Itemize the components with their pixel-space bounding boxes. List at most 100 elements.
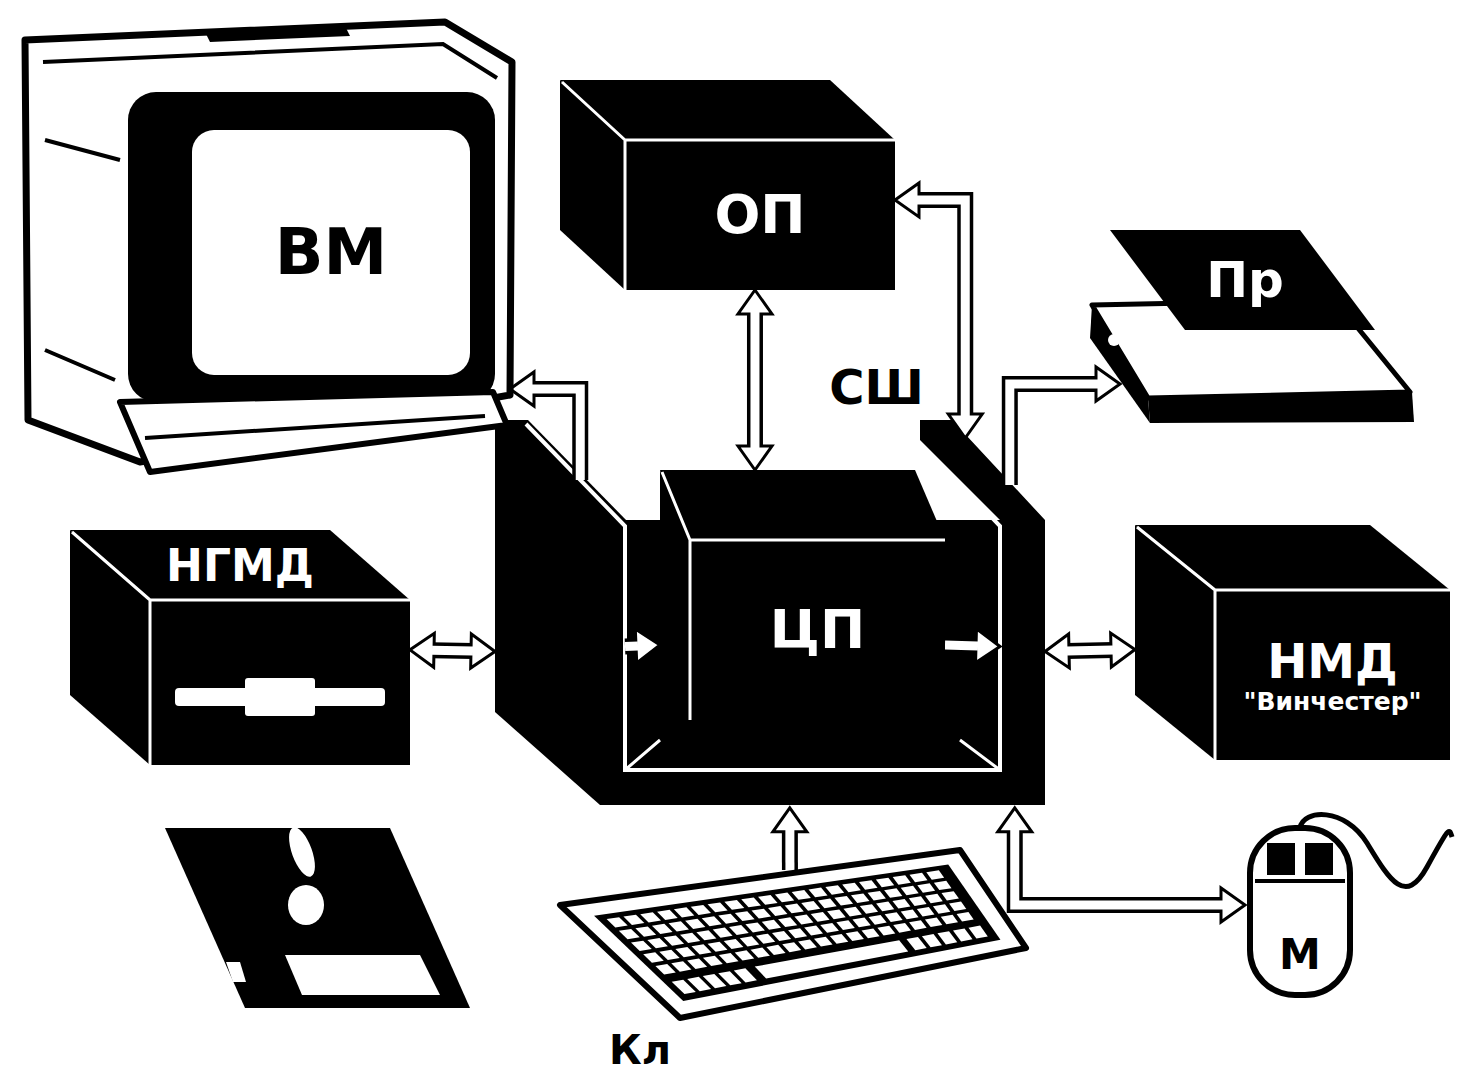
keyboard-key bbox=[869, 915, 887, 925]
memory-block: ОП bbox=[560, 80, 895, 290]
mouse-button bbox=[1305, 843, 1333, 875]
keyboard-key bbox=[842, 883, 861, 893]
arrow-head bbox=[738, 446, 772, 470]
keyboard-key bbox=[691, 905, 711, 915]
keyboard-key bbox=[756, 934, 775, 944]
arrow-outline bbox=[1015, 830, 1223, 905]
arrow-head bbox=[1045, 634, 1069, 668]
keyboard-key bbox=[741, 897, 761, 907]
keyboard-key bbox=[868, 891, 886, 901]
keyboard-key bbox=[820, 923, 839, 933]
monitor-screen bbox=[192, 130, 470, 375]
keyboard-key bbox=[937, 931, 957, 944]
arrow-fill bbox=[1015, 830, 1223, 905]
arrow-outline bbox=[945, 637, 978, 654]
keyboard-key bbox=[619, 929, 640, 939]
text-area: НГМД bbox=[110, 536, 370, 596]
keyboard-key bbox=[877, 926, 895, 936]
cube-edge bbox=[72, 532, 410, 765]
keyboard-key bbox=[811, 912, 830, 922]
keyboard-key bbox=[910, 873, 928, 882]
keyboard-key bbox=[893, 875, 911, 884]
arrow-fill bbox=[1067, 650, 1113, 651]
keyboard-key bbox=[745, 922, 765, 932]
keyboard-key bbox=[825, 885, 844, 895]
text-area: Кл bbox=[590, 1025, 690, 1075]
keyboard-key bbox=[809, 888, 828, 898]
printer-paper bbox=[1110, 230, 1375, 330]
keyboard-key bbox=[640, 912, 661, 922]
keyboard-key bbox=[851, 893, 869, 903]
keyboard-key bbox=[778, 917, 797, 927]
floppy-drive: НГМД bbox=[70, 530, 410, 765]
node-label: Пр bbox=[1206, 253, 1284, 308]
keyboard-key bbox=[724, 900, 744, 910]
monitor-bezel bbox=[128, 92, 495, 402]
arrow-head bbox=[738, 290, 772, 314]
keyboard-key bbox=[814, 937, 833, 947]
drive-slot bbox=[245, 678, 315, 716]
bus-arrow bbox=[625, 629, 660, 663]
keyboard-key-area bbox=[594, 865, 1000, 1001]
arrow-outline bbox=[1067, 650, 1113, 651]
keyboard-key bbox=[659, 950, 679, 960]
arrow-head bbox=[773, 808, 807, 832]
monitor-shape bbox=[15, 20, 510, 470]
arrow-head bbox=[635, 629, 660, 663]
mouse-button bbox=[1267, 843, 1295, 875]
keyboard-key bbox=[901, 886, 919, 895]
node-label: НГМД bbox=[166, 542, 314, 590]
keyboard-key bbox=[892, 899, 910, 909]
arrow-head bbox=[1111, 633, 1135, 667]
hard-disk: НМД"Винчестер" bbox=[1135, 525, 1450, 760]
keyboard: Кл bbox=[545, 870, 1030, 1078]
cube-top bbox=[660, 470, 945, 540]
keyboard-key bbox=[772, 931, 791, 941]
keyboard-key bbox=[834, 896, 853, 906]
floppy-slot bbox=[284, 824, 321, 880]
arrow-fill bbox=[625, 641, 638, 651]
keyboard-key bbox=[827, 909, 846, 919]
keyboard-key bbox=[922, 934, 942, 947]
system-bus: СШЦП bbox=[495, 420, 1045, 808]
mouse-line bbox=[1255, 879, 1345, 883]
keyboard-key bbox=[775, 893, 794, 903]
printer: Пр bbox=[1090, 228, 1415, 423]
node-label: НМД bbox=[1267, 635, 1398, 688]
keyboard-key bbox=[804, 926, 823, 936]
keyboard-key bbox=[702, 916, 722, 926]
monitor-vent bbox=[205, 26, 350, 42]
arrow-outline bbox=[747, 312, 763, 448]
keyboard-key bbox=[852, 918, 870, 928]
keyboard-key bbox=[909, 896, 927, 906]
keyboard-key bbox=[740, 936, 760, 946]
text-area: ОП bbox=[625, 140, 895, 290]
keyboard-key bbox=[949, 902, 966, 911]
keyboard-key bbox=[669, 921, 689, 931]
cube-edge bbox=[1137, 527, 1450, 760]
mouse-shape bbox=[1245, 815, 1457, 995]
keyboard-key bbox=[885, 912, 903, 922]
arrow-head bbox=[998, 808, 1032, 832]
keyboard-key bbox=[631, 941, 652, 951]
keyboard-key bbox=[782, 942, 801, 952]
keyboard-key bbox=[735, 911, 755, 921]
text-area: ВМ bbox=[192, 130, 470, 375]
keyboard-key bbox=[623, 915, 644, 925]
arrow-outline bbox=[432, 642, 473, 659]
arrow-fill bbox=[750, 312, 759, 448]
keyboard-key bbox=[647, 938, 668, 948]
keyboard-key bbox=[751, 948, 770, 958]
text-area: НМД"Винчестер" bbox=[1215, 590, 1450, 760]
arrow-fill bbox=[432, 646, 473, 656]
keyboard-key bbox=[860, 904, 878, 914]
keyboard-key bbox=[801, 901, 820, 911]
bus-arrow bbox=[1045, 633, 1135, 668]
mouse: М bbox=[1245, 815, 1457, 995]
keyboard-key bbox=[969, 926, 988, 939]
keyboard-key bbox=[846, 931, 864, 941]
arrow-fill bbox=[945, 641, 978, 651]
keyboard-key bbox=[906, 937, 926, 950]
floppy-label bbox=[285, 955, 440, 995]
